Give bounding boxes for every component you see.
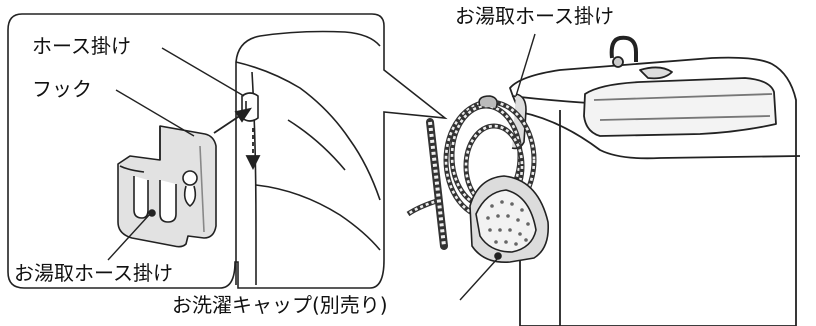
label-hose-hook: ホース掛け bbox=[32, 34, 131, 58]
label-wash-cap: お洗濯キャップ(別売り) bbox=[172, 293, 388, 317]
label-hook: フック bbox=[32, 77, 92, 101]
wash-cap bbox=[469, 175, 550, 263]
label-hose-hanger-main: お湯取ホース掛け bbox=[455, 4, 614, 28]
inset-callout-frame bbox=[7, 13, 448, 289]
washing-machine bbox=[509, 35, 801, 326]
inset-washer-panel bbox=[235, 30, 381, 285]
inset-leader-lines bbox=[107, 47, 245, 261]
inset-arrows bbox=[213, 107, 261, 171]
drain-hose bbox=[426, 118, 448, 250]
main-leader-lines bbox=[459, 33, 536, 301]
label-hose-hanger-inset: お湯取ホース掛け bbox=[14, 261, 173, 285]
inset-hose-hanger bbox=[117, 125, 217, 248]
